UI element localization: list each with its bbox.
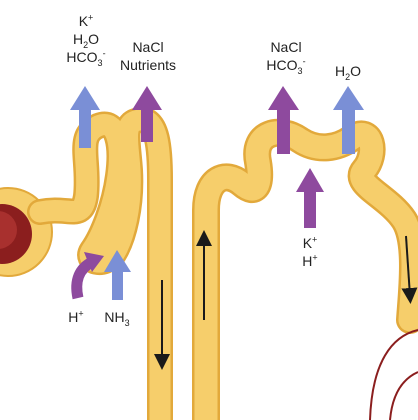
label-nacl: NaCl xyxy=(132,39,164,55)
arrow-pct-nh3-in xyxy=(104,250,131,300)
arrow-pct-h-in xyxy=(71,252,104,300)
arrow-dct-k-in xyxy=(296,168,324,228)
label-nacl: NaCl xyxy=(270,39,302,55)
label-dct-h2o: H2O xyxy=(334,63,362,82)
label-k: K+ xyxy=(78,12,94,29)
label-pct-nacl-nutrients: NaCl Nutrients xyxy=(112,38,184,74)
label-hco3: HCO3- xyxy=(66,48,106,68)
label-nutrients: Nutrients xyxy=(119,57,177,73)
dct-flow-arrow-down xyxy=(401,235,418,304)
label-h: H+ xyxy=(302,252,318,269)
arrow-dct-h2o-out xyxy=(333,86,364,154)
arrow-pct-secreted-out xyxy=(70,86,100,148)
label-pct-nh3: NH3 xyxy=(104,309,130,328)
capillary xyxy=(369,329,418,420)
arrow-pct-nacl-out xyxy=(132,86,162,142)
proximal-tubule xyxy=(27,107,174,420)
label-pct-h: H+ xyxy=(68,308,84,325)
label-dct-k-h: K+ H+ xyxy=(296,234,324,270)
label-pct-k-h2o-hco3: K+ H2O HCO3- xyxy=(60,12,112,68)
label-h2o: H2O xyxy=(72,31,100,50)
label-dct-nacl-hco3: NaCl HCO3- xyxy=(260,38,312,76)
arrow-dct-nacl-out xyxy=(268,86,299,154)
distal-tubule xyxy=(192,118,418,420)
label-hco3: HCO3- xyxy=(266,56,306,76)
label-k: K+ xyxy=(302,234,318,251)
